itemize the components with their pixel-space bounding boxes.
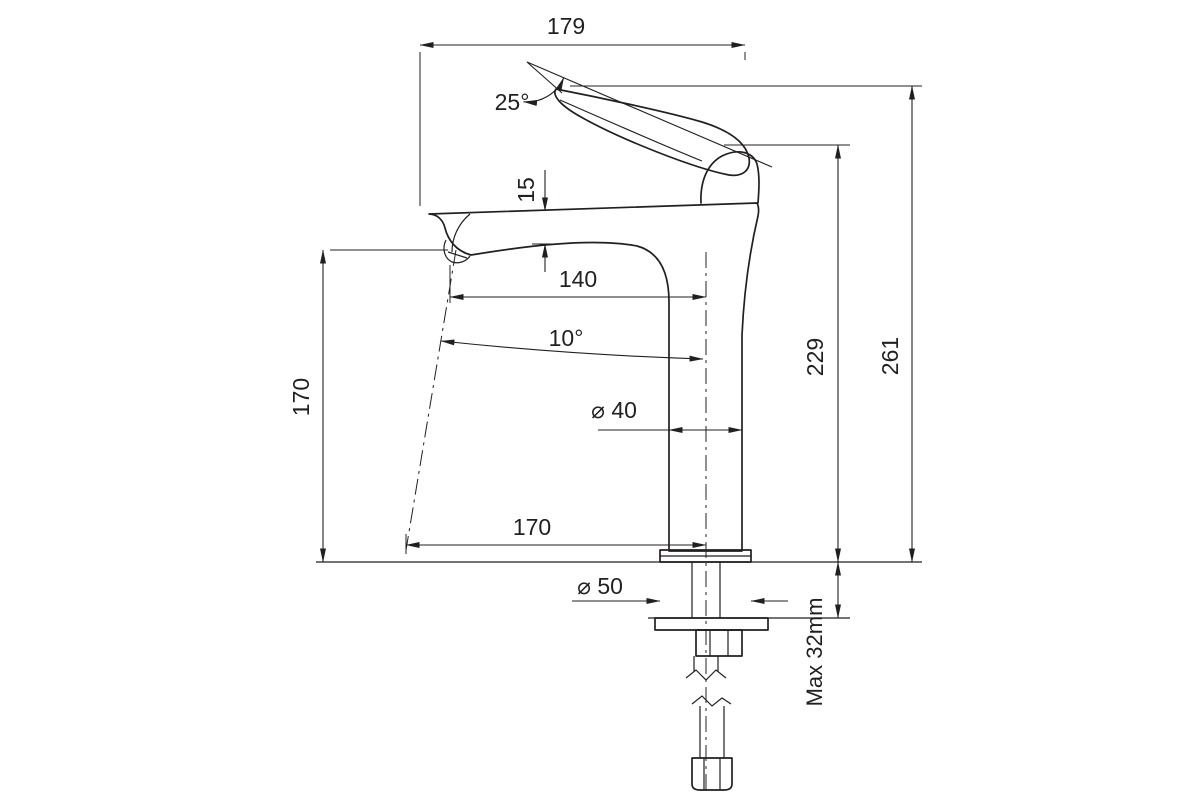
stream-axis-centerline: [405, 249, 457, 551]
dim-total-height: 261: [570, 85, 922, 563]
dim-outlet-reach: 170: [405, 514, 707, 554]
hose-nut-facets: [703, 758, 721, 790]
dim-label-229: 229: [802, 338, 828, 376]
faucet-body-outline: [428, 202, 760, 552]
dim-label-15: 15: [513, 177, 539, 203]
dim-label-261: 261: [877, 337, 903, 375]
dim-label-dia40: ⌀ 40: [591, 397, 637, 423]
shank-upper: [693, 656, 719, 672]
angle-arc: [523, 77, 565, 106]
dim-max-deck: Max 32mm: [775, 561, 850, 707]
dim-outlet-height: 170: [288, 249, 448, 563]
dim-ext-line: [419, 52, 746, 206]
mounting-nut-facets: [709, 630, 729, 656]
dim-label-170-left: 170: [288, 378, 314, 416]
hose-nut: [691, 757, 733, 791]
angle-leader: [440, 339, 704, 362]
dim-label-max32: Max 32mm: [802, 598, 827, 707]
dim-label-25deg: 25°: [495, 89, 530, 115]
dim-spout-thickness: 15: [513, 170, 560, 272]
spout-nose-contour: [451, 213, 471, 253]
dim-body-diameter: ⌀ 40: [591, 397, 743, 433]
dim-handle-angle: 25°: [495, 61, 773, 168]
handle-lever: [554, 88, 751, 177]
angle-leg-long: [526, 61, 773, 168]
handle-cap: [700, 151, 760, 204]
mounting-nut: [695, 629, 743, 657]
dim-spout-height: 229: [724, 144, 850, 563]
dim-spout-reach: 140: [449, 265, 707, 303]
dim-top-width: 179: [419, 13, 746, 206]
dim-label-179: 179: [547, 13, 585, 39]
spout-outlet-line: [447, 251, 468, 259]
shank-through-counter: [691, 562, 721, 618]
dim-spout-tilt: 10°: [440, 325, 704, 362]
dim-label-170-bottom: 170: [513, 514, 551, 540]
mounting-washer: [654, 617, 769, 631]
dim-label-dia50: ⌀ 50: [577, 573, 623, 599]
spout-aerator: [443, 239, 471, 264]
hose-tail: [699, 706, 725, 758]
dim-label-140: 140: [559, 266, 597, 292]
dim-label-10deg: 10°: [549, 325, 584, 351]
faucet-outline: [316, 88, 922, 795]
handle-lever-detail: [559, 99, 703, 162]
dim-base-diameter: ⌀ 50: [572, 573, 788, 604]
break-line-lower: [691, 695, 732, 707]
